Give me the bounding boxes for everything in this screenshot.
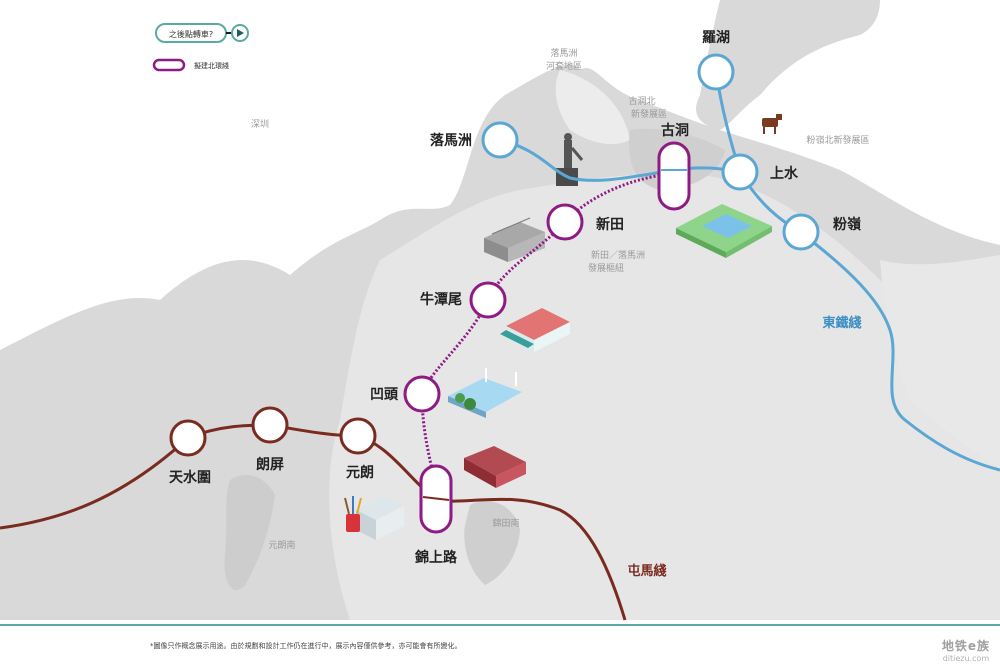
station-sheung-shui[interactable] bbox=[721, 153, 759, 191]
lok-ma-chau-spur bbox=[499, 138, 741, 182]
station-ngau-tam-mei[interactable] bbox=[469, 281, 507, 319]
footnote: *圖像只作概念展示用途。由於規劃和設計工作仍在進行中，展示內容僅供參考，亦可能會… bbox=[150, 642, 462, 650]
station-san-tin[interactable] bbox=[546, 203, 584, 241]
label-sheung-shui: 上水 bbox=[770, 165, 799, 182]
station-lok-ma-chau[interactable] bbox=[481, 121, 519, 159]
pond-park-illustration bbox=[676, 204, 772, 258]
label-lo-wu: 羅湖 bbox=[702, 30, 730, 46]
station-lo-wu[interactable] bbox=[697, 53, 735, 91]
house-illustration bbox=[500, 308, 570, 352]
shenzhen-river-gap bbox=[555, 70, 630, 145]
label-ngau-tam-mei: 牛潭尾 bbox=[420, 291, 462, 308]
legend-transfer-label: 之後點轉車? bbox=[169, 29, 213, 39]
label-fanling: 粉嶺 bbox=[833, 216, 862, 233]
land-north bbox=[696, 0, 880, 130]
area-label-san-tin-hub-2: 發展樞紐 bbox=[588, 262, 624, 274]
station-au-tau[interactable] bbox=[403, 375, 441, 413]
area-label-kam-tin-south: 錦田南 bbox=[492, 517, 519, 529]
label-au-tau: 凹頭 bbox=[370, 387, 399, 403]
area-label-lok-ma-chau-loop-1: 落馬洲 bbox=[550, 47, 577, 59]
legend: 之後點轉車? 擬建北環綫 bbox=[152, 23, 249, 72]
area-label-kwu-tung-north-2: 新發展區 bbox=[631, 108, 667, 120]
station-labels: 羅湖 落馬洲 古洞 上水 粉嶺 新田 牛潭尾 凹頭 錦上路 元朗 朗屏 天水圍 bbox=[169, 30, 862, 566]
play-icon bbox=[237, 29, 244, 37]
watermark: 地铁e族 ditiezu.com bbox=[942, 637, 990, 663]
legend-northern-link-label: 擬建北環綫 bbox=[194, 61, 229, 70]
cow-illustration bbox=[762, 114, 782, 134]
label-yuen-long: 元朗 bbox=[346, 464, 374, 481]
label-tin-shui-wai: 天水圍 bbox=[169, 469, 211, 486]
area-labels: 深圳 落馬洲 河套地區 古洞北 新發展區 粉嶺北新發展區 新田／落馬洲 發展樞紐… bbox=[251, 47, 870, 551]
station-yuen-long[interactable] bbox=[339, 417, 377, 455]
watermark-title: 地铁e族 bbox=[941, 639, 990, 653]
illustrations bbox=[344, 114, 782, 540]
wetland-illustration bbox=[448, 368, 522, 418]
label-long-ping: 朗屏 bbox=[256, 456, 284, 473]
land-far-east bbox=[880, 255, 1000, 470]
stations bbox=[169, 53, 820, 534]
station-kwu-tung[interactable] bbox=[657, 141, 691, 211]
line-label-tuen-ma: 屯馬綫 bbox=[627, 563, 666, 579]
area-label-san-tin-hub-1: 新田／落馬洲 bbox=[591, 249, 645, 261]
label-lok-ma-chau: 落馬洲 bbox=[430, 132, 472, 149]
area-label-shenzhen: 深圳 bbox=[251, 119, 269, 130]
watermark-url: ditiezu.com bbox=[942, 654, 990, 663]
label-san-tin: 新田 bbox=[596, 216, 624, 233]
kam-tin-south-land bbox=[464, 501, 520, 585]
area-label-yuen-long-south: 元朗南 bbox=[268, 539, 295, 551]
bottom-rule bbox=[0, 624, 1000, 626]
station-tin-shui-wai[interactable] bbox=[169, 419, 207, 457]
label-kwu-tung: 古洞 bbox=[661, 122, 689, 139]
area-label-fanling-north: 粉嶺北新發展區 bbox=[806, 134, 869, 146]
area-label-lok-ma-chau-loop-2: 河套地區 bbox=[546, 60, 582, 72]
yuen-long-south-land bbox=[224, 475, 275, 591]
label-kam-sheung-road: 錦上路 bbox=[415, 549, 458, 566]
legend-northern-link-swatch bbox=[152, 58, 186, 72]
station-long-ping[interactable] bbox=[251, 406, 289, 444]
station-fanling[interactable] bbox=[782, 213, 820, 251]
art-centre-illustration bbox=[344, 496, 404, 540]
barn-illustration bbox=[464, 446, 526, 488]
area-label-kwu-tung-north-1: 古洞北 bbox=[628, 95, 655, 107]
line-label-east-rail: 東鐵綫 bbox=[822, 315, 861, 331]
